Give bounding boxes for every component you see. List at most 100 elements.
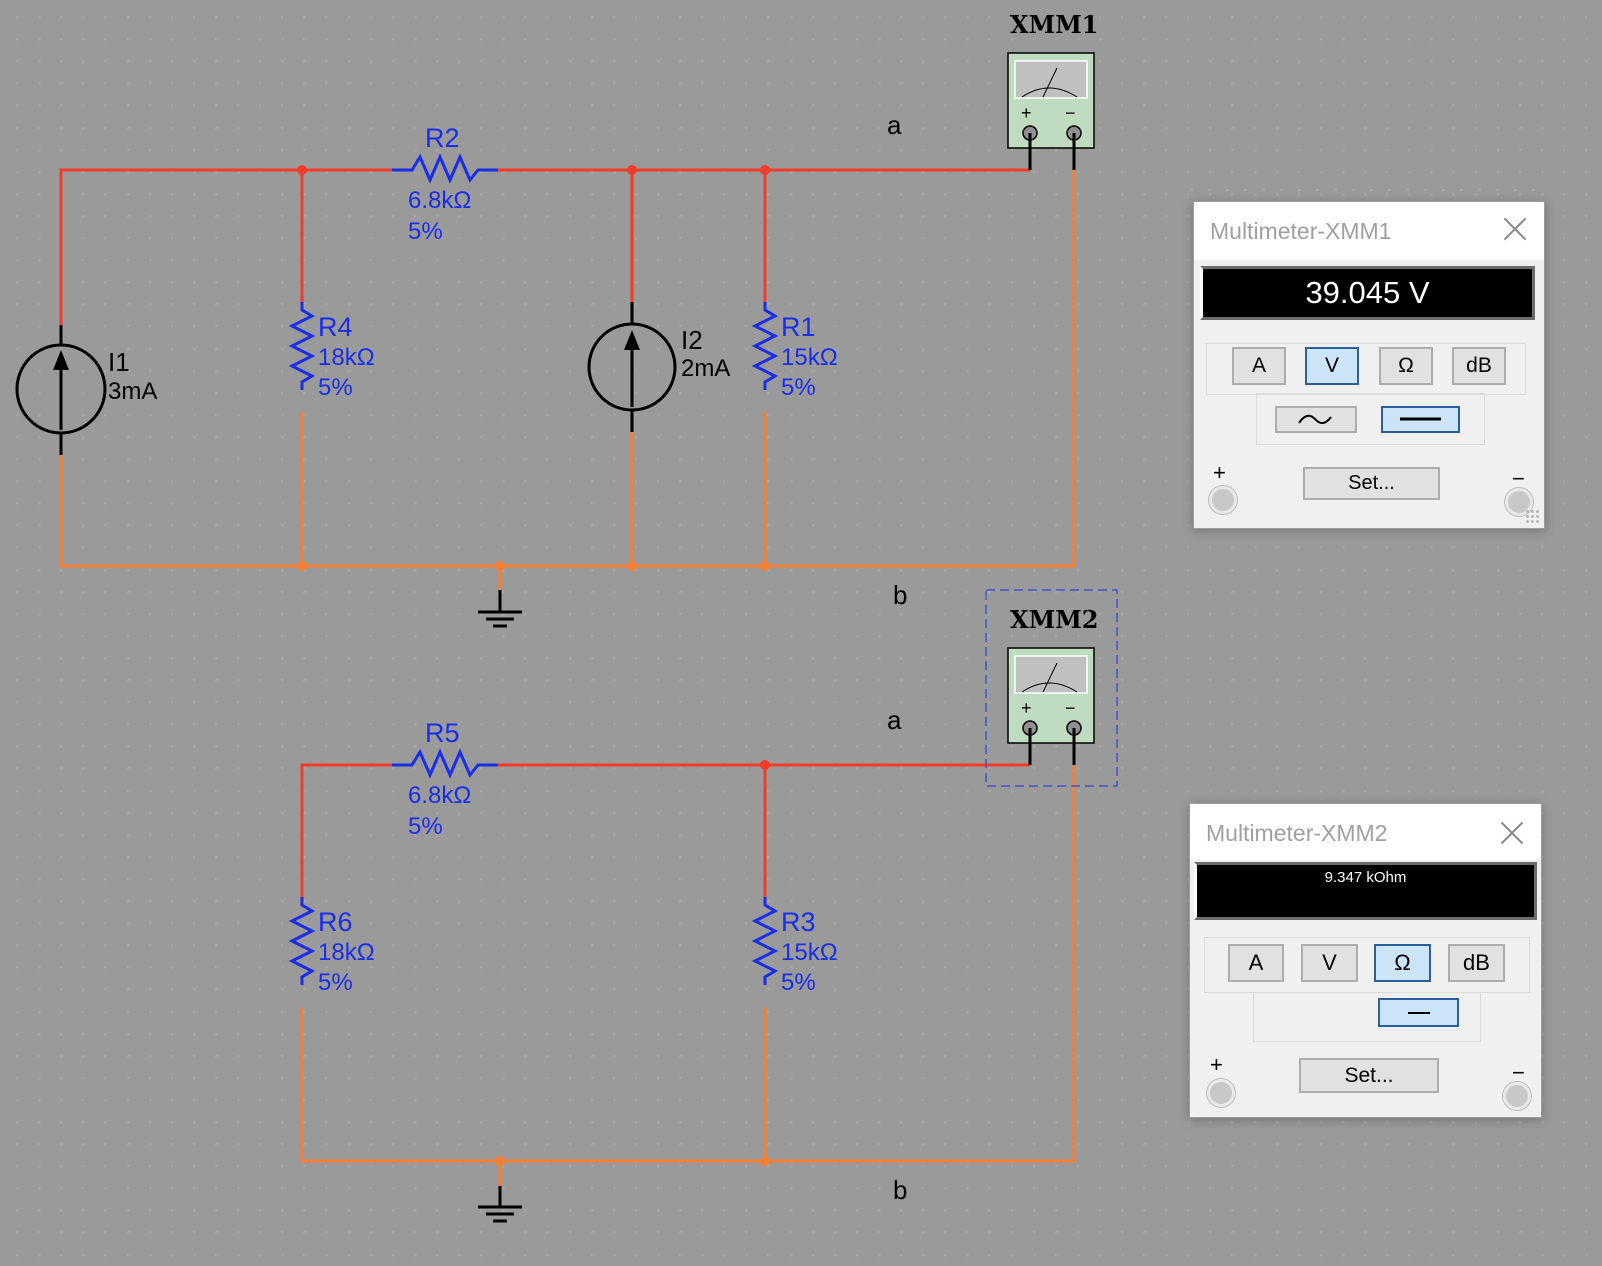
signal-button-group — [1253, 992, 1481, 1042]
current-source-circle-icon — [587, 322, 677, 412]
window-title: Multimeter-XMM1 — [1210, 218, 1392, 244]
multimeter-xmm1-symbol[interactable]: XMM1 + − — [1007, 10, 1098, 170]
mode-button-voltmeter[interactable]: V — [1301, 944, 1358, 982]
resistor-ref: R4 — [318, 312, 353, 342]
resistor-r1[interactable]: R1 15kΩ 5% — [753, 300, 838, 401]
meter-plus-label: + — [1021, 103, 1032, 123]
junction — [760, 561, 770, 571]
reading-value: 39.045 V — [1305, 275, 1430, 310]
source-value: 3mA — [108, 378, 157, 405]
close-icon[interactable] — [1497, 818, 1527, 848]
terminal-minus-label: − — [1512, 466, 1525, 491]
signal-button-group — [1256, 393, 1485, 445]
meter-minus-label: − — [1065, 698, 1076, 718]
terminal-plus[interactable] — [1209, 486, 1237, 514]
resistor-tolerance: 5% — [318, 374, 353, 401]
dc-mode-button[interactable] — [1381, 406, 1460, 433]
junction — [760, 760, 770, 770]
meter-ref: XMM1 — [1010, 10, 1098, 39]
node-label-b: b — [893, 1175, 907, 1205]
meter-plus-label: + — [1021, 698, 1032, 718]
terminal-plus-label: + — [1210, 1052, 1223, 1077]
junction-dots-1 — [297, 165, 770, 571]
resistor-tolerance: 5% — [318, 969, 353, 996]
resistor-ref: R5 — [425, 718, 460, 748]
resistor-tolerance: 5% — [781, 969, 816, 996]
resistor-r3[interactable]: R3 15kΩ 5% — [753, 895, 838, 996]
resistor-tolerance: 5% — [781, 374, 816, 401]
reading-display: 9.347 kOhm — [1194, 862, 1537, 920]
resistor-r4[interactable]: R4 18kΩ 5% — [290, 300, 375, 401]
resistor-value: 6.8kΩ — [408, 782, 471, 809]
node-label-b: b — [893, 580, 907, 610]
multimeter-xmm2-window[interactable]: Multimeter-XMM2 9.347 kOhm A V Ω dB + Se… — [1189, 803, 1542, 1118]
junction — [760, 1156, 770, 1166]
circuit-2: R5 6.8kΩ 5% R6 18kΩ 5% R3 15kΩ 5% a b XM… — [290, 589, 1118, 1223]
circuit-1: I1 3mA R4 18kΩ 5% R2 6.8kΩ 5% I2 2mA — [15, 10, 1098, 628]
dc-line-icon — [1408, 1012, 1430, 1014]
junction — [760, 165, 770, 175]
mode-button-decibel[interactable]: dB — [1448, 944, 1505, 982]
reading-value: 9.347 kOhm — [1324, 869, 1407, 886]
source-ref: I1 — [108, 347, 130, 377]
resistor-r6[interactable]: R6 18kΩ 5% — [290, 895, 375, 996]
mode-button-voltmeter[interactable]: V — [1305, 347, 1359, 385]
resistor-r5[interactable]: R5 6.8kΩ 5% — [392, 718, 498, 840]
resistor-ref: R6 — [318, 907, 353, 937]
terminal-plus-label: + — [1213, 460, 1226, 485]
current-source-i1[interactable]: I1 3mA — [15, 325, 157, 455]
resistor-ref: R3 — [781, 907, 816, 937]
mode-button-group — [1206, 343, 1526, 395]
terminal-minus[interactable] — [1503, 1082, 1531, 1110]
set-button[interactable]: Set... — [1299, 1058, 1439, 1093]
grid-dots — [16, 16, 1588, 1257]
resistor-value: 15kΩ — [781, 939, 838, 966]
node-label-a: a — [887, 110, 902, 140]
meter-ref: XMM2 — [1010, 605, 1098, 634]
junction — [297, 561, 307, 571]
resistor-ref: R1 — [781, 312, 816, 342]
multimeter-xmm1-window[interactable]: Multimeter-XMM1 39.045 V A V Ω dB + Set.… — [1193, 201, 1545, 529]
selection-box — [985, 589, 1118, 787]
mode-button-ohmmeter[interactable]: Ω — [1379, 347, 1433, 385]
dc-line-icon — [1400, 417, 1441, 421]
resistor-value: 18kΩ — [318, 939, 375, 966]
mode-button-ammeter[interactable]: A — [1232, 347, 1286, 385]
resize-grip-icon[interactable] — [1525, 509, 1541, 525]
mode-button-decibel[interactable]: dB — [1452, 347, 1506, 385]
source-value: 2mA — [681, 355, 730, 382]
dc-mode-button[interactable] — [1378, 998, 1459, 1027]
wire-net-b1[interactable] — [59, 170, 1076, 590]
resistor-value: 6.8kΩ — [408, 187, 471, 214]
resistor-value: 18kΩ — [318, 344, 375, 371]
wire-net-a1[interactable] — [59, 168, 1030, 325]
window-titlebar[interactable]: Multimeter-XMM1 — [1194, 202, 1544, 260]
window-title: Multimeter-XMM2 — [1206, 820, 1388, 846]
mode-button-ohmmeter[interactable]: Ω — [1374, 944, 1431, 982]
set-button[interactable]: Set... — [1303, 467, 1440, 500]
junction — [495, 561, 505, 571]
junction — [297, 165, 307, 175]
multimeter-xmm2-symbol[interactable]: XMM2 + − — [985, 589, 1118, 787]
window-titlebar[interactable]: Multimeter-XMM2 — [1190, 804, 1541, 860]
junction — [495, 1156, 505, 1166]
resistor-tolerance: 5% — [408, 813, 443, 840]
ac-mode-button[interactable] — [1275, 406, 1357, 433]
mode-button-ammeter[interactable]: A — [1228, 944, 1284, 982]
node-label-a: a — [887, 705, 902, 735]
junction — [627, 561, 637, 571]
close-icon[interactable] — [1500, 214, 1530, 244]
resistor-r2[interactable]: R2 6.8kΩ 5% — [392, 123, 498, 245]
source-ref: I2 — [681, 325, 703, 355]
terminal-minus-label: − — [1512, 1060, 1525, 1085]
resistor-tolerance: 5% — [408, 218, 443, 245]
resistor-value: 15kΩ — [781, 344, 838, 371]
terminal-plus[interactable] — [1207, 1079, 1235, 1107]
ground-icon[interactable] — [478, 590, 522, 628]
reading-display: 39.045 V — [1200, 266, 1535, 320]
current-source-i2[interactable]: I2 2mA — [587, 302, 730, 432]
ground-icon[interactable] — [478, 1186, 522, 1223]
resistor-ref: R2 — [425, 123, 460, 153]
